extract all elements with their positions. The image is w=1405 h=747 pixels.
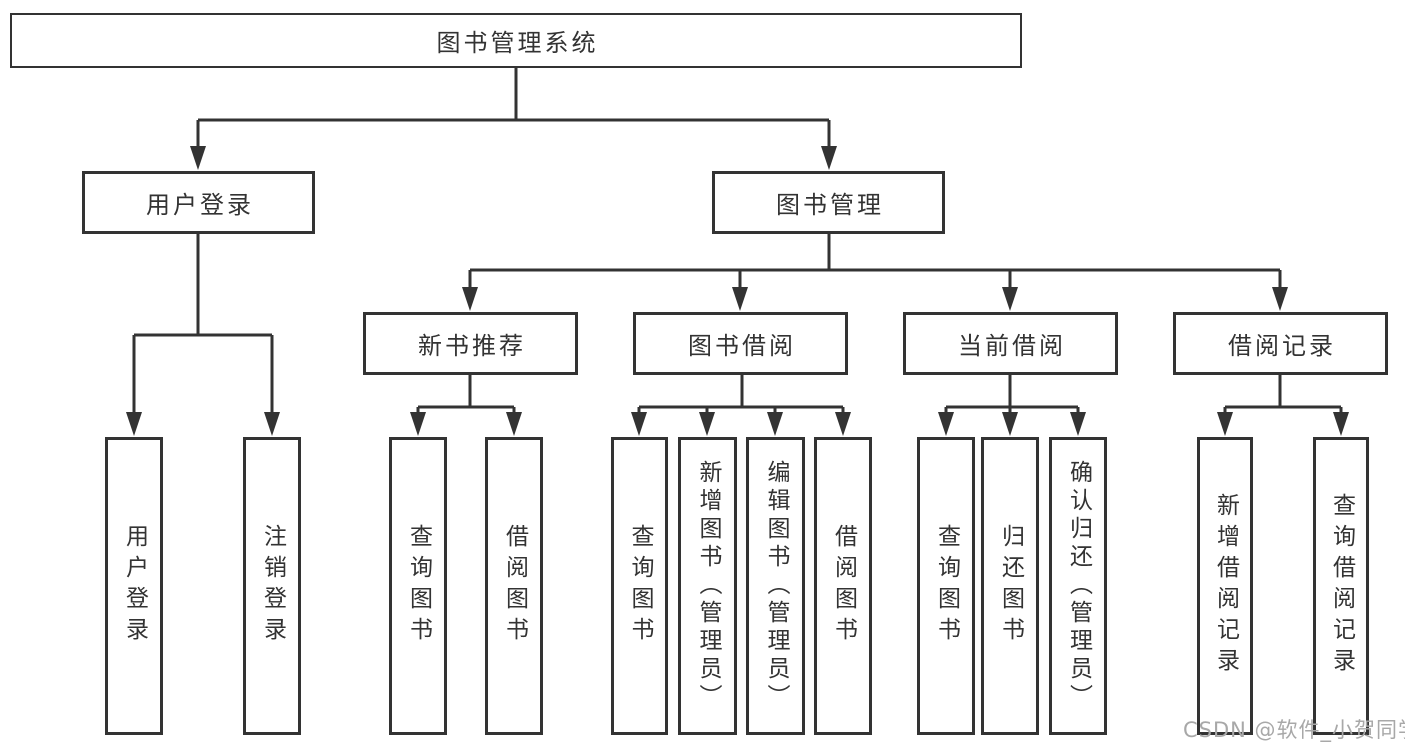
node-label: 编辑图书（管理员） — [763, 460, 789, 712]
arrow-down — [264, 412, 280, 436]
node-label: 图书借阅 — [688, 332, 796, 360]
node-label: 新增图书（管理员） — [695, 460, 721, 712]
node-book-management: 图书管理 — [712, 171, 945, 234]
node-user-login: 用户登录 — [82, 171, 315, 234]
leaf-edit-books-admin: 编辑图书（管理员） — [746, 437, 805, 735]
arrow-down — [1070, 412, 1086, 436]
node-library-management-system: 图书管理系统 — [10, 13, 1022, 68]
arrow-down — [1333, 412, 1349, 436]
arrow-down — [126, 412, 142, 436]
node-label: 用户登录 — [121, 524, 148, 648]
node-label: 图书管理 — [776, 191, 884, 219]
node-label: 用户登录 — [146, 191, 254, 219]
arrow-down — [190, 146, 206, 170]
arrow-down — [410, 412, 426, 436]
leaf-query-books-current: 查询图书 — [917, 437, 975, 735]
node-label: 新增借阅记录 — [1212, 493, 1239, 679]
leaf-borrow-books: 借阅图书 — [814, 437, 872, 735]
leaf-query-books-recommend: 查询图书 — [389, 437, 447, 735]
leaf-borrow-books-recommend: 借阅图书 — [485, 437, 543, 735]
node-label: 借阅图书 — [501, 524, 528, 648]
arrow-down — [699, 412, 715, 436]
leaf-logout: 注销登录 — [243, 437, 301, 735]
arrow-down — [835, 412, 851, 436]
node-label: 注销登录 — [259, 524, 286, 648]
arrow-down — [732, 287, 748, 311]
arrow-down — [1002, 287, 1018, 311]
arrow-down — [767, 412, 783, 436]
node-current-borrowing: 当前借阅 — [903, 312, 1118, 375]
node-label: 查询图书 — [405, 524, 432, 648]
node-new-book-recommendation: 新书推荐 — [363, 312, 578, 375]
arrow-down — [462, 287, 478, 311]
csdn-watermark: CSDN @软件_小贺同学 — [1183, 718, 1405, 742]
arrow-down — [1272, 287, 1288, 311]
arrow-down — [938, 412, 954, 436]
node-label: 借阅图书 — [830, 524, 857, 648]
node-label: 归还图书 — [997, 524, 1024, 648]
node-label: 确认归还（管理员） — [1065, 460, 1092, 712]
node-borrowing-records: 借阅记录 — [1173, 312, 1388, 375]
arrow-down — [821, 146, 837, 170]
leaf-add-books-admin: 新增图书（管理员） — [678, 437, 737, 735]
node-label: 借阅记录 — [1228, 332, 1336, 360]
leaf-query-books-borrow: 查询图书 — [611, 437, 668, 735]
node-label: 新书推荐 — [418, 332, 526, 360]
node-label: 当前借阅 — [958, 332, 1066, 360]
leaf-return-books: 归还图书 — [981, 437, 1039, 735]
node-label: 查询图书 — [627, 524, 653, 648]
arrow-down — [1002, 412, 1018, 436]
node-label: 查询图书 — [933, 524, 960, 648]
leaf-query-borrow-record: 查询借阅记录 — [1313, 437, 1369, 735]
leaf-user-login: 用户登录 — [105, 437, 163, 735]
leaf-confirm-return-admin: 确认归还（管理员） — [1049, 437, 1107, 735]
node-book-borrowing: 图书借阅 — [633, 312, 848, 375]
arrow-down — [1217, 412, 1233, 436]
leaf-add-borrow-record: 新增借阅记录 — [1197, 437, 1253, 735]
node-label: 查询借阅记录 — [1328, 493, 1355, 679]
arrow-down — [631, 412, 647, 436]
arrow-down — [506, 412, 522, 436]
node-label: 图书管理系统 — [436, 29, 599, 57]
